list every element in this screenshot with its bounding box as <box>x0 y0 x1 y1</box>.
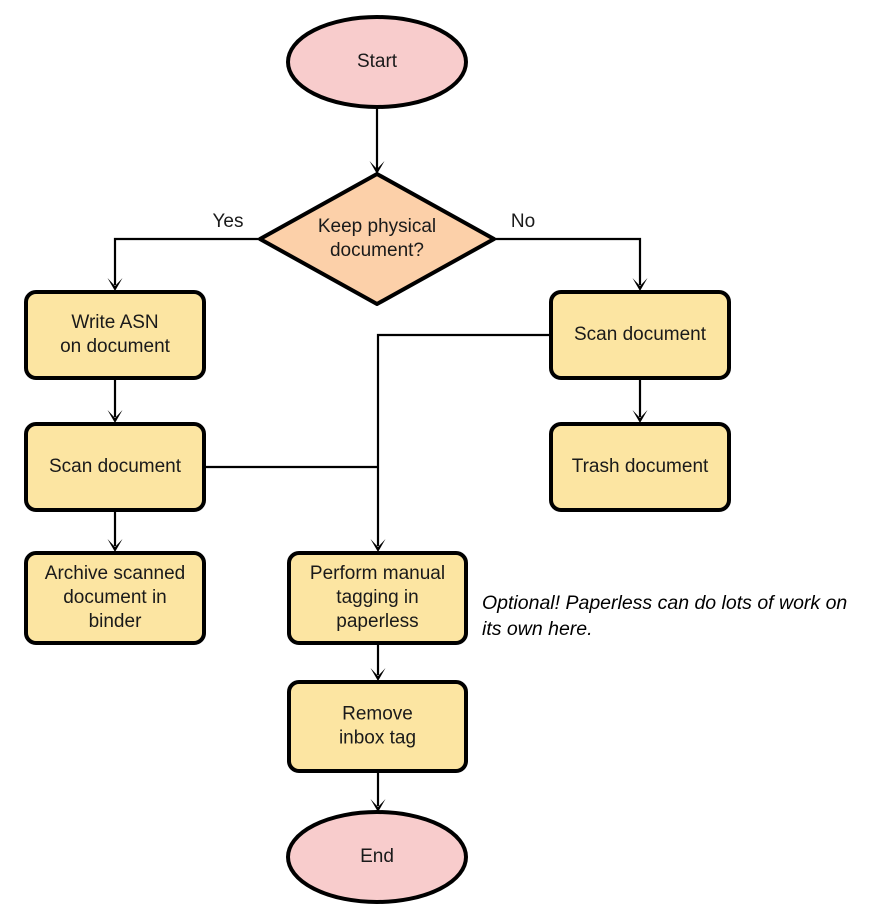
node-manual-tagging[interactable]: Perform manual tagging in paperless <box>287 551 468 645</box>
node-label-manual-tagging: paperless <box>336 611 418 632</box>
edge-write-asn-to-scan-left <box>107 378 123 423</box>
process-rect <box>287 551 468 645</box>
node-remove-inbox-tag[interactable]: Remove inbox tag <box>287 680 468 773</box>
edge-label-decision-no-to-scan-right: No <box>511 211 535 232</box>
edge-path <box>113 237 260 285</box>
edge-label-decision-yes-to-write-asn: Yes <box>213 211 244 232</box>
edges-layer: Yes No <box>107 108 648 812</box>
edge-remove-inbox-to-end <box>370 771 386 812</box>
node-label-write-asn: on document <box>60 336 171 357</box>
process-rect <box>549 290 731 380</box>
node-end[interactable]: End <box>286 810 468 904</box>
node-label-archive-binder: binder <box>89 611 142 632</box>
edge-arrowhead-icon <box>632 410 648 423</box>
process-rect <box>24 551 206 645</box>
node-label-write-asn: Write ASN <box>71 312 158 333</box>
node-label-keep-physical: document? <box>330 240 424 261</box>
node-label-manual-tagging: Perform manual <box>310 563 445 584</box>
edge-arrowhead-icon <box>107 410 123 423</box>
edge-decision-yes-to-write-asn: Yes <box>107 211 260 291</box>
edge-scan-right-to-trash <box>632 378 648 423</box>
node-scan-document-right[interactable]: Scan document <box>549 290 731 380</box>
node-label-manual-tagging: tagging in <box>336 587 418 608</box>
node-label-keep-physical: Keep physical <box>318 216 436 237</box>
edge-path <box>376 333 551 546</box>
node-scan-document-left[interactable]: Scan document <box>24 422 206 512</box>
edge-arrowhead-icon <box>107 278 123 291</box>
node-label-end: End <box>360 846 394 867</box>
edge-arrowhead-icon <box>632 278 648 291</box>
node-label-remove-inbox-tag: Remove <box>342 704 413 725</box>
node-archive-binder[interactable]: Archive scanned document in binder <box>24 551 206 645</box>
annotations-layer: Optional! Paperless can do lots of work … <box>482 592 847 640</box>
node-label-archive-binder: document in <box>63 587 167 608</box>
process-rect <box>24 290 206 380</box>
node-start[interactable]: Start <box>286 15 468 109</box>
node-label-trash-document: Trash document <box>572 456 709 477</box>
node-label-scan-document-left: Scan document <box>49 456 182 477</box>
process-rect <box>287 680 468 773</box>
edge-arrowhead-icon <box>369 161 385 174</box>
edge-scan-left-to-archive <box>107 510 123 552</box>
edge-decision-no-to-scan-right: No <box>494 211 648 291</box>
node-label-scan-document-right: Scan document <box>574 324 707 345</box>
node-label-start: Start <box>357 51 398 72</box>
edge-scan-right-to-manual-tagging <box>370 333 551 552</box>
edge-arrowhead-icon <box>370 668 386 681</box>
decision-diamond <box>258 172 496 306</box>
terminator-ellipse <box>286 15 468 109</box>
annotation-line: its own here. <box>482 618 593 640</box>
edge-start-to-decision <box>369 108 385 174</box>
process-rect <box>24 422 206 512</box>
edge-manual-tagging-to-remove-inbox <box>370 643 386 681</box>
annotation-line: Optional! Paperless can do lots of work … <box>482 592 847 614</box>
edge-arrowhead-icon <box>107 539 123 552</box>
node-trash-document[interactable]: Trash document <box>549 422 731 512</box>
annotation-optional-note: Optional! Paperless can do lots of work … <box>482 592 847 640</box>
node-keep-physical[interactable]: Keep physical document? <box>258 172 496 306</box>
edge-arrowhead-icon <box>370 539 386 552</box>
edge-path <box>494 237 642 285</box>
terminator-ellipse <box>286 810 468 904</box>
edge-arrowhead-icon <box>370 799 386 812</box>
process-rect <box>549 422 731 512</box>
node-label-archive-binder: Archive scanned <box>45 563 185 584</box>
node-write-asn[interactable]: Write ASN on document <box>24 290 206 380</box>
node-label-remove-inbox-tag: inbox tag <box>339 728 416 749</box>
